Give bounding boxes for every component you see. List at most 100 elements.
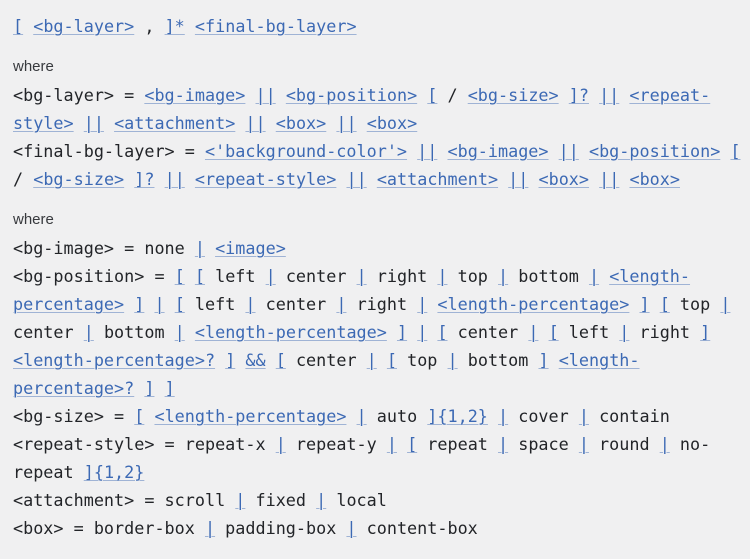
syntax-link[interactable]: [	[174, 294, 185, 314]
syntax-link[interactable]: ||	[417, 141, 438, 161]
syntax-link[interactable]: |	[386, 434, 397, 454]
syntax-link[interactable]: ]	[134, 294, 145, 314]
syntax-link[interactable]: ]	[144, 378, 155, 398]
syntax-link[interactable]: |	[245, 294, 256, 314]
syntax-link[interactable]: <box>	[629, 169, 680, 189]
syntax-link[interactable]: <attachment>	[114, 113, 236, 133]
syntax-text: top	[669, 294, 721, 314]
syntax-line: repeat ]{1,2}	[13, 458, 737, 486]
syntax-link[interactable]: <'background-color'>	[204, 141, 408, 161]
syntax-link[interactable]: |	[619, 322, 630, 342]
syntax-link[interactable]: ]	[700, 322, 711, 342]
syntax-link[interactable]: |	[498, 266, 509, 286]
syntax-link[interactable]: |	[447, 350, 458, 370]
syntax-link[interactable]: ||	[599, 169, 620, 189]
syntax-link[interactable]: [	[174, 266, 185, 286]
syntax-link[interactable]: <repeat-style>	[194, 169, 337, 189]
syntax-link[interactable]: <box>	[538, 169, 590, 189]
syntax-link[interactable]: |	[356, 266, 367, 286]
syntax-link[interactable]: |	[235, 490, 246, 510]
syntax-link[interactable]: ||	[599, 85, 620, 105]
syntax-link[interactable]: [	[13, 16, 24, 36]
syntax-link[interactable]: <length-percentage>	[194, 322, 387, 342]
syntax-link[interactable]: ||	[508, 169, 529, 189]
syntax-link[interactable]: [	[407, 434, 418, 454]
syntax-link[interactable]: |	[346, 518, 357, 538]
syntax-link[interactable]: <length-	[609, 266, 691, 286]
syntax-link[interactable]: |	[498, 434, 509, 454]
syntax-link[interactable]: ]	[164, 378, 175, 398]
syntax-link[interactable]: <box>	[275, 113, 327, 133]
syntax-link[interactable]: ]?	[568, 85, 589, 105]
syntax-text: space	[508, 434, 579, 454]
syntax-link[interactable]: <bg-position>	[588, 141, 721, 161]
syntax-link[interactable]: <length-percentage>	[437, 294, 630, 314]
syntax-link[interactable]: |	[356, 406, 367, 426]
syntax-link[interactable]: ]	[396, 322, 408, 342]
syntax-link[interactable]: <bg-size>	[33, 169, 125, 189]
syntax-link[interactable]: <bg-size>	[467, 85, 559, 105]
syntax-link[interactable]: <bg-image>	[144, 85, 246, 105]
syntax-link[interactable]: |	[194, 238, 205, 258]
syntax-link[interactable]: ]{1,2}	[427, 406, 488, 426]
syntax-link[interactable]: ||	[255, 85, 276, 105]
syntax-link[interactable]: ]{1,2}	[83, 462, 145, 482]
syntax-link[interactable]: <attachment>	[376, 169, 499, 189]
syntax-link[interactable]: <bg-image>	[447, 141, 549, 161]
syntax-link[interactable]: |	[417, 294, 428, 314]
syntax-link[interactable]: |	[588, 266, 600, 286]
syntax-link[interactable]: ||	[245, 113, 266, 133]
syntax-link[interactable]: [	[659, 294, 670, 314]
syntax-link[interactable]: percentage>	[13, 294, 125, 314]
syntax-link[interactable]: [	[427, 85, 438, 105]
syntax-link[interactable]: ]?	[134, 169, 155, 189]
syntax-link[interactable]: ||	[83, 113, 104, 133]
syntax-link[interactable]: |	[154, 294, 165, 314]
syntax-link[interactable]: |	[204, 518, 216, 538]
syntax-link[interactable]: [	[386, 350, 397, 370]
syntax-link[interactable]: ]	[538, 350, 549, 370]
syntax-link[interactable]: |	[720, 294, 731, 314]
syntax-link[interactable]: style>	[13, 113, 74, 133]
syntax-link[interactable]: <final-bg-layer>	[194, 16, 357, 36]
syntax-link[interactable]: |	[336, 294, 347, 314]
syntax-link[interactable]: |	[366, 350, 377, 370]
syntax-link[interactable]: ]	[639, 294, 650, 314]
syntax-line: <box> = border-box | padding-box | conte…	[13, 514, 737, 542]
syntax-link[interactable]: |	[578, 406, 589, 426]
syntax-link[interactable]: [	[275, 350, 286, 370]
syntax-link[interactable]: |	[578, 434, 589, 454]
syntax-link[interactable]: [	[548, 322, 559, 342]
syntax-link[interactable]: |	[275, 434, 286, 454]
syntax-link[interactable]: |	[659, 434, 670, 454]
syntax-link[interactable]: ||	[558, 141, 579, 161]
syntax-link[interactable]: <length-percentage>?	[13, 350, 216, 370]
syntax-link[interactable]: ||	[164, 169, 185, 189]
syntax-link[interactable]: |	[437, 266, 448, 286]
syntax-link[interactable]: <bg-layer>	[33, 16, 135, 36]
syntax-link[interactable]: ]*	[164, 16, 185, 36]
syntax-link[interactable]: ||	[346, 169, 367, 189]
syntax-link[interactable]: <length-percentage>	[154, 406, 347, 426]
syntax-link[interactable]: |	[174, 322, 185, 342]
syntax-link[interactable]: [	[194, 266, 205, 286]
syntax-link[interactable]: <box>	[366, 113, 418, 133]
syntax-link[interactable]: <length-	[558, 350, 640, 370]
syntax-text: <bg-size> =	[13, 406, 135, 426]
syntax-link[interactable]: |	[417, 322, 428, 342]
syntax-link[interactable]: [	[730, 141, 741, 161]
syntax-link[interactable]: [	[437, 322, 448, 342]
syntax-link[interactable]: [	[134, 406, 145, 426]
syntax-link[interactable]: |	[498, 406, 509, 426]
syntax-link[interactable]: ]	[225, 350, 236, 370]
syntax-link[interactable]: |	[265, 266, 276, 286]
syntax-link[interactable]: &&	[245, 350, 266, 370]
syntax-link[interactable]: <image>	[215, 238, 286, 258]
syntax-link[interactable]: |	[83, 322, 94, 342]
syntax-link[interactable]: <repeat-	[629, 85, 711, 105]
syntax-link[interactable]: percentage>?	[13, 378, 135, 398]
syntax-link[interactable]: |	[528, 322, 539, 342]
syntax-link[interactable]: <bg-position>	[285, 85, 418, 105]
syntax-link[interactable]: |	[316, 490, 327, 510]
syntax-link[interactable]: ||	[336, 113, 357, 133]
